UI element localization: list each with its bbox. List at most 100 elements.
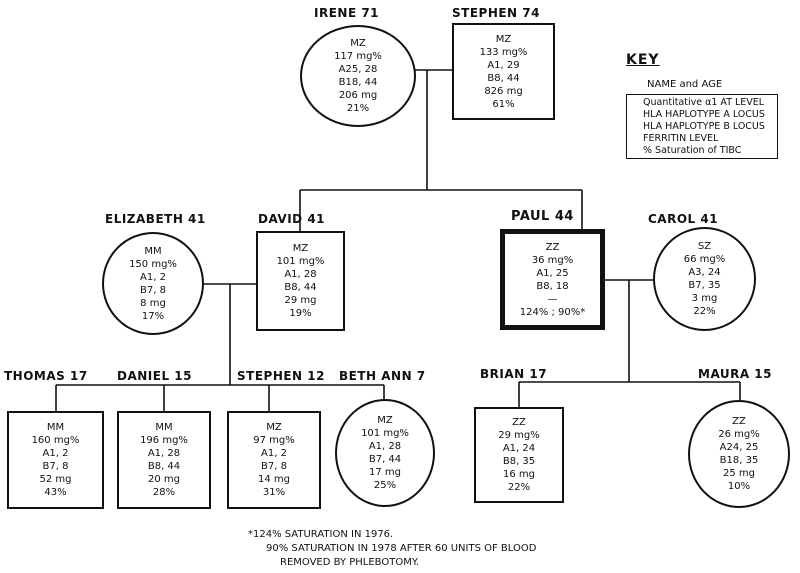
hla-b-stephen-sr: B8, 44 bbox=[487, 72, 520, 84]
saturation-elizabeth: 17% bbox=[141, 310, 165, 322]
saturation-maura: 10% bbox=[727, 481, 751, 492]
alleles-daniel: MM bbox=[155, 422, 173, 433]
at-level-carol: 66 mg% bbox=[683, 254, 726, 265]
hla-b-daniel: B8, 44 bbox=[147, 461, 181, 472]
name-paul: PAUL 44 bbox=[511, 209, 574, 224]
footnote-line-2: 90% SATURATION IN 1978 AFTER 60 UNITS OF… bbox=[266, 543, 537, 554]
ferritin-paul: — bbox=[547, 293, 558, 305]
hla-a-daniel: A1, 28 bbox=[147, 448, 181, 459]
person-paul-proband: ZZ 36 mg% A1, 25 B8, 18 — 124% ; 90%* bbox=[500, 229, 605, 330]
person-thomas: MM 160 mg% A1, 2 B7, 8 52 mg 43% bbox=[7, 411, 104, 509]
key-item-saturation: % Saturation of TIBC bbox=[643, 145, 742, 156]
name-beth-ann: BETH ANN 7 bbox=[339, 369, 426, 383]
at-level-paul: 36 mg% bbox=[531, 254, 574, 266]
saturation-carol: 22% bbox=[693, 306, 716, 317]
hla-b-maura: B18, 35 bbox=[719, 455, 759, 466]
hla-b-paul: B8, 18 bbox=[536, 280, 569, 292]
alleles-thomas: MM bbox=[46, 422, 65, 433]
name-stephen-sr: STEPHEN 74 bbox=[452, 6, 540, 20]
person-carol: SZ 66 mg% A3, 24 B7, 35 3 mg 22% bbox=[653, 227, 756, 331]
hla-a-maura: A24, 25 bbox=[719, 442, 759, 453]
ferritin-thomas: 52 mg bbox=[39, 474, 72, 485]
alleles-david: MZ bbox=[292, 243, 309, 254]
saturation-irene: 21% bbox=[346, 103, 370, 114]
key-item-at-level: Quantitative α1 AT LEVEL bbox=[643, 97, 765, 108]
saturation-beth-ann: 25% bbox=[373, 480, 397, 491]
saturation-thomas: 43% bbox=[44, 487, 67, 498]
person-maura: ZZ 26 mg% A24, 25 B18, 35 25 mg 10% bbox=[688, 400, 790, 508]
ferritin-carol: 3 mg bbox=[691, 293, 718, 304]
ferritin-elizabeth: 8 mg bbox=[140, 297, 166, 309]
footnote: *124% SATURATION IN 1976. 90% SATURATION… bbox=[248, 528, 536, 570]
ferritin-beth-ann: 17 mg bbox=[369, 467, 401, 478]
hla-a-david: A1, 28 bbox=[284, 269, 317, 280]
saturation-stephen-sr: 61% bbox=[492, 98, 515, 110]
hla-b-brian: B8, 35 bbox=[502, 456, 536, 467]
hla-b-stephen-jr: B7, 8 bbox=[261, 461, 287, 472]
ferritin-david: 29 mg bbox=[284, 295, 317, 306]
ferritin-irene: 206 mg bbox=[338, 90, 378, 101]
person-david: MZ 101 mg% A1, 28 B8, 44 29 mg 19% bbox=[256, 231, 345, 331]
alleles-stephen-jr: MZ bbox=[266, 422, 282, 433]
hla-a-thomas: A1, 2 bbox=[42, 448, 69, 459]
ferritin-maura: 25 mg bbox=[723, 468, 755, 479]
name-carol: CAROL 41 bbox=[648, 212, 719, 226]
name-david: DAVID 41 bbox=[258, 212, 326, 226]
person-stephen-sr: MZ 133 mg% A1, 29 B8, 44 826 mg 61% bbox=[452, 23, 555, 120]
hla-a-carol: A3, 24 bbox=[688, 267, 721, 278]
saturation-david: 19% bbox=[289, 308, 312, 319]
hla-b-carol: B7, 35 bbox=[688, 280, 721, 291]
hla-a-stephen-jr: A1, 2 bbox=[261, 448, 287, 459]
key-item-hla-a: HLA HAPLOTYPE A LOCUS bbox=[643, 109, 765, 120]
key-legend-box: Quantitative α1 AT LEVEL HLA HAPLOTYPE A… bbox=[626, 94, 778, 159]
name-thomas: THOMAS 17 bbox=[4, 369, 88, 383]
hla-b-irene: B18, 44 bbox=[338, 77, 378, 88]
alleles-carol: SZ bbox=[697, 241, 712, 252]
key-name-and-age: NAME and AGE bbox=[647, 79, 723, 90]
at-level-stephen-jr: 97 mg% bbox=[253, 435, 295, 446]
key-item-hla-b: HLA HAPLOTYPE B LOCUS bbox=[643, 121, 765, 132]
ferritin-daniel: 20 mg bbox=[148, 474, 180, 485]
person-brian: ZZ 29 mg% A1, 24 B8, 35 16 mg 22% bbox=[474, 407, 564, 503]
alleles-paul: ZZ bbox=[545, 241, 560, 253]
hla-a-paul: A1, 25 bbox=[536, 267, 569, 279]
saturation-brian: 22% bbox=[507, 482, 531, 493]
at-level-david: 101 mg% bbox=[276, 256, 325, 267]
ferritin-brian: 16 mg bbox=[503, 469, 535, 480]
hla-b-thomas: B7, 8 bbox=[42, 461, 69, 472]
name-stephen-jr: STEPHEN 12 bbox=[237, 369, 325, 383]
at-level-thomas: 160 mg% bbox=[31, 435, 80, 446]
key-item-ferritin: FERRITIN LEVEL bbox=[643, 133, 719, 144]
key-title: KEY bbox=[626, 52, 660, 68]
hla-a-irene: A25, 28 bbox=[338, 64, 378, 75]
hla-a-brian: A1, 24 bbox=[502, 443, 536, 454]
hla-b-elizabeth: B7, 8 bbox=[140, 284, 166, 296]
person-irene: MZ 117 mg% A25, 28 B18, 44 206 mg 21% bbox=[300, 25, 416, 127]
name-brian: BRIAN 17 bbox=[480, 367, 548, 381]
footnote-line-3: REMOVED BY PHLEBOTOMY. bbox=[280, 557, 420, 568]
person-daniel: MM 196 mg% A1, 28 B8, 44 20 mg 28% bbox=[117, 411, 211, 509]
hla-b-beth-ann: B7, 44 bbox=[368, 454, 402, 465]
at-level-maura: 26 mg% bbox=[718, 429, 760, 440]
saturation-daniel: 28% bbox=[152, 487, 176, 498]
person-elizabeth: MM 150 mg% A1, 2 B7, 8 8 mg 17% bbox=[102, 232, 204, 335]
name-elizabeth: ELIZABETH 41 bbox=[105, 212, 206, 226]
at-level-irene: 117 mg% bbox=[334, 51, 382, 62]
alleles-brian: ZZ bbox=[512, 417, 526, 428]
alleles-stephen-sr: MZ bbox=[495, 33, 512, 45]
at-level-brian: 29 mg% bbox=[498, 430, 540, 441]
at-level-stephen-sr: 133 mg% bbox=[479, 46, 528, 58]
at-level-daniel: 196 mg% bbox=[140, 435, 188, 446]
name-irene: IRENE 71 bbox=[314, 6, 380, 20]
hla-a-beth-ann: A1, 28 bbox=[368, 441, 402, 452]
ferritin-stephen-jr: 14 mg bbox=[258, 474, 290, 485]
at-level-beth-ann: 101 mg% bbox=[361, 428, 409, 439]
person-beth-ann: MZ 101 mg% A1, 28 B7, 44 17 mg 25% bbox=[335, 399, 435, 507]
person-stephen-jr: MZ 97 mg% A1, 2 B7, 8 14 mg 31% bbox=[227, 411, 321, 509]
alleles-elizabeth: MM bbox=[144, 245, 162, 257]
hla-b-david: B8, 44 bbox=[284, 282, 317, 293]
ferritin-stephen-sr: 826 mg bbox=[484, 85, 523, 97]
hla-a-elizabeth: A1, 2 bbox=[140, 271, 166, 283]
saturation-stephen-jr: 31% bbox=[262, 487, 286, 498]
